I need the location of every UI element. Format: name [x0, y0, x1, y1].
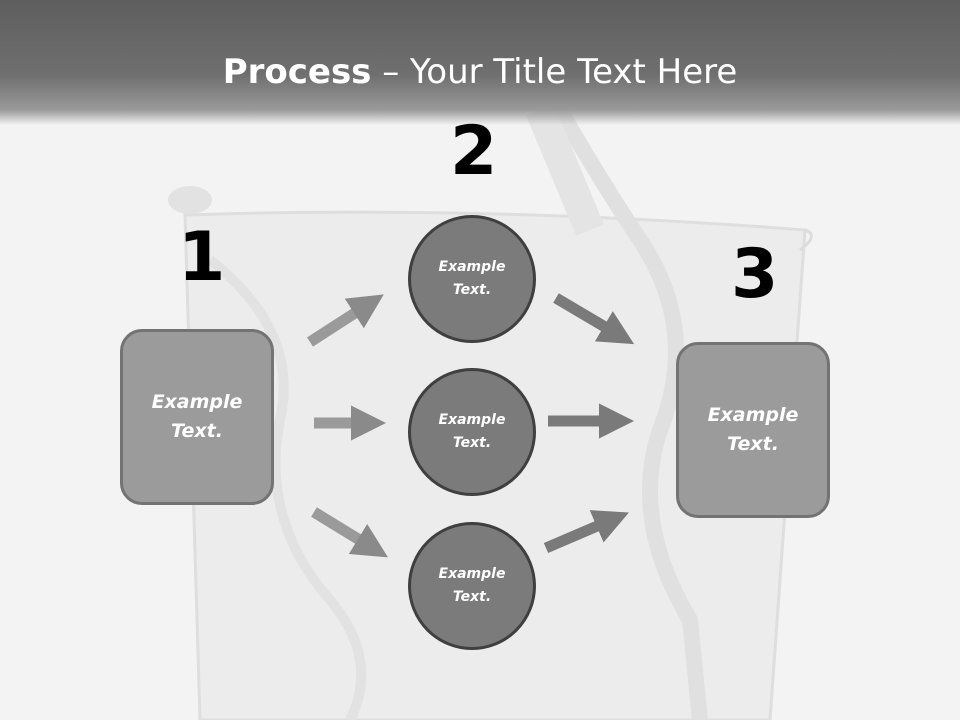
arrow-left-to-top — [307, 294, 384, 347]
step-2-circle-bottom[interactable]: Example Text. — [408, 522, 536, 650]
step-number-2: 2 — [450, 112, 498, 191]
title-bold-part: Process — [222, 52, 372, 92]
title-banner: Process – Your Title Text Here — [0, 0, 960, 125]
step-number-1: 1 — [178, 218, 226, 297]
arrow-top-to-right — [553, 293, 635, 345]
title-rest-part: – Your Title Text Here — [371, 52, 738, 92]
step-1-box[interactable]: Example Text. — [120, 329, 274, 505]
arrow-bottom-to-right — [543, 510, 629, 554]
arrow-left-to-bottom — [311, 507, 389, 558]
step-2-circle-middle[interactable]: Example Text. — [408, 368, 536, 496]
step-number-3: 3 — [731, 235, 779, 314]
slide-title[interactable]: Process – Your Title Text Here — [0, 52, 960, 92]
step-3-box[interactable]: Example Text. — [676, 342, 830, 518]
step-2-circle-top[interactable]: Example Text. — [408, 215, 536, 343]
